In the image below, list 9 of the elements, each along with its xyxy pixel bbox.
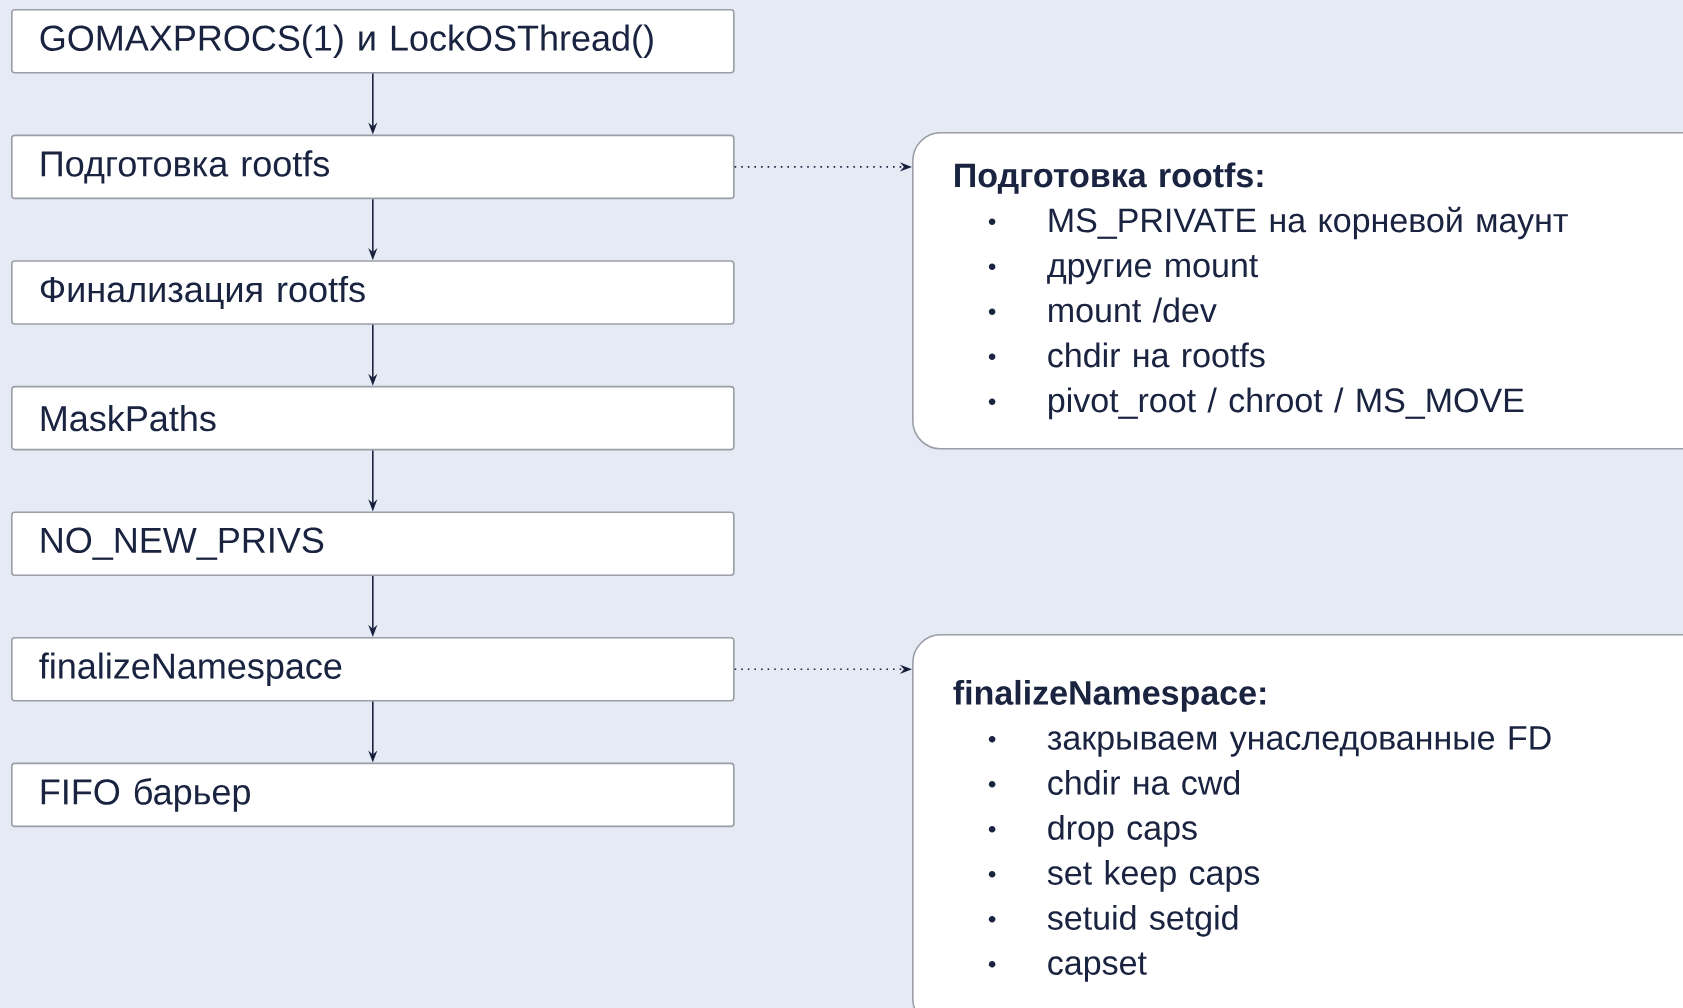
process-box: Финализация rootfs	[11, 260, 735, 325]
process-box: finalizeNamespace	[11, 637, 735, 702]
process-box: NO_NEW_PRIVS	[11, 511, 735, 576]
process-box: GOMAXPROCS(1) и LockOSThread()	[11, 9, 735, 74]
process-box: MaskPaths	[11, 385, 735, 451]
process-box: Подготовка rootfs	[11, 134, 735, 200]
process-box: FIFO барьер	[11, 762, 735, 828]
detail-card: finalizeNamespace: закрываем унаследованные FD chdir на cwd drop caps set keep caps setuid setgid capset	[912, 634, 1683, 1008]
detail-card: Подготовка rootfs: MS_PRIVATE на корневой маунт другие mount mount /dev chdir на rootfs pivot_root / chroot / MS_MOVE	[912, 132, 1683, 450]
